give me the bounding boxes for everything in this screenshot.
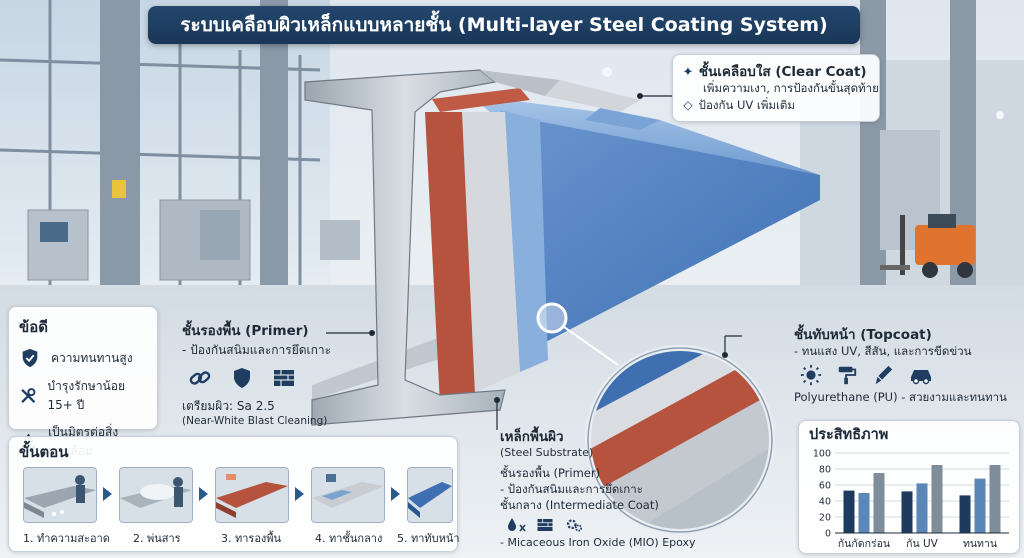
- clear-coat-line2: ป้องกัน UV เพิ่มเติม: [698, 98, 795, 112]
- sparkle-icon: ✦: [682, 65, 694, 80]
- sun-icon: [800, 364, 822, 386]
- primer-desc: - ป้องกันสนิมและการยึดเกาะ: [182, 343, 332, 357]
- paint-roller-icon: [838, 366, 857, 385]
- y-tick-label: 40: [819, 497, 831, 508]
- steps-panel: ขั้นตอน 1. ทำความสะอาด 2. พ่นสาร 3. ทารอ…: [8, 436, 460, 552]
- x-tick-label: กันกัดกร่อน: [838, 538, 890, 550]
- x-tick-label: ทนทาน: [963, 538, 997, 550]
- page-title: ระบบเคลือบผิวเหล็กแบบหลายชั้น (Multi-lay…: [148, 6, 860, 44]
- topcoat-desc: - ทนแสง UV, สีสัน, และการขีดข่วน: [794, 344, 972, 358]
- intermediate-heading: ชั้นกลาง (Intermediate Coat): [500, 498, 659, 512]
- car-icon: [911, 370, 931, 385]
- step-label: 1. ทำความสะอาด: [23, 532, 110, 545]
- primer2-heading: ชั้นรองพื้น (Primer): [500, 466, 601, 480]
- advantages-heading: ข้อดี: [19, 318, 49, 336]
- y-tick-label: 20: [819, 513, 831, 524]
- step-arrow-icon: [103, 487, 112, 501]
- water-drop-icon: [508, 518, 526, 532]
- mio-desc: - Micaceous Iron Oxide (MIO) Epoxy: [500, 536, 696, 549]
- chart-bar: [843, 490, 855, 533]
- topcoat-material: Polyurethane (PU) - สวยงามและทนทาน: [794, 390, 1007, 404]
- wrench-icon: [21, 388, 36, 403]
- steel-ibeam: [304, 69, 820, 426]
- diamond-icon: ◇: [683, 98, 693, 112]
- step-arrow-icon: [391, 487, 400, 501]
- magnified-layers: [536, 302, 775, 535]
- primer-callout: ชั้นรองพื้น (Primer) - ป้องกันสนิมและการ…: [182, 322, 332, 432]
- advantages-panel: ข้อดี ความทนทานสูง บำรุงรักษาน้อย 15+ ปี…: [8, 306, 158, 458]
- step-arrow-icon: [199, 487, 208, 501]
- gears-icon: [566, 519, 583, 532]
- shield-icon: [234, 368, 250, 388]
- step-topcoat-image: [407, 467, 453, 523]
- brush-icon: [875, 365, 893, 385]
- chart-bar: [901, 491, 913, 533]
- y-tick-label: 0: [825, 529, 831, 540]
- performance-chart: 0 20 40 60 80 100 กันกัดกร่อน กัน UV ทนทาน: [813, 449, 1009, 550]
- surface-prep: เตรียมผิว: Sa 2.5: [182, 399, 275, 413]
- y-tick-label: 60: [819, 481, 831, 492]
- surface-prep-note: (Near-White Blast Cleaning): [182, 415, 328, 427]
- chart-bar: [916, 483, 928, 533]
- step-label: 5. ทาทับหน้า: [397, 532, 460, 545]
- forklift-icon: [880, 214, 975, 278]
- advantage-item: ความทนทานสูง: [19, 347, 147, 369]
- step-primer-image: [215, 467, 289, 523]
- advantage-label: บำรุงรักษาน้อย 15+ ปี: [47, 379, 125, 412]
- performance-heading: ประสิทธิภาพ: [809, 427, 889, 443]
- step-intermediate-image: [311, 467, 385, 523]
- topcoat-heading: ชั้นทับหน้า (Topcoat): [794, 327, 932, 343]
- clear-coat-line1: เพิ่มความเงา, การป้องกันขั้นสุดท้าย: [703, 81, 879, 95]
- chart-bar: [931, 465, 943, 533]
- step-label: 3. ทารองพื้น: [221, 532, 282, 545]
- chart-bar: [959, 495, 971, 533]
- step-clean-image: [23, 467, 97, 523]
- chart-bar: [989, 465, 1001, 533]
- substrate-heading: เหล็กพื้นผิว: [500, 429, 564, 445]
- steps-heading: ขั้นตอน: [19, 443, 69, 461]
- shield-check-icon: [22, 348, 38, 368]
- y-tick-label: 100: [813, 449, 831, 460]
- x-tick-label: กัน UV: [906, 538, 939, 550]
- chart-bar: [974, 478, 986, 533]
- performance-panel: ประสิทธิภาพ 0 20 40 60 80 100 กันกัดกร่อน กัน U…: [798, 420, 1020, 554]
- advantage-label: ความทนทานสูง: [51, 350, 133, 365]
- step-arrow-icon: [295, 487, 304, 501]
- chart-bar: [858, 493, 870, 533]
- substrate-callout: เหล็กพื้นผิว (Steel Substrate) ชั้นรองพื…: [500, 428, 696, 554]
- brick-wall-icon: [537, 519, 553, 531]
- step-blast-image: [119, 467, 193, 523]
- chart-bar: [873, 473, 885, 533]
- step-label: 2. พ่นสาร: [133, 532, 181, 545]
- brick-wall-icon: [274, 370, 294, 386]
- primer2-desc: - ป้องกันสนิมและการยึดเกาะ: [500, 482, 643, 496]
- substrate-sub: (Steel Substrate): [500, 446, 594, 459]
- step-label: 4. ทาชั้นกลาง: [315, 532, 383, 545]
- clear-coat-heading: ชั้นเคลือบใส (Clear Coat): [698, 64, 867, 80]
- topcoat-callout: ชั้นทับหน้า (Topcoat) - ทนแสง UV, สีสัน,…: [794, 326, 1016, 408]
- clear-coat-callout: ✦ ชั้นเคลือบใส (Clear Coat) เพิ่มความเงา…: [672, 54, 880, 122]
- primer-heading: ชั้นรองพื้น (Primer): [182, 323, 309, 339]
- chain-link-icon: [189, 371, 211, 385]
- advantage-item: บำรุงรักษาน้อย 15+ ปี: [19, 377, 147, 415]
- y-tick-label: 80: [819, 465, 831, 476]
